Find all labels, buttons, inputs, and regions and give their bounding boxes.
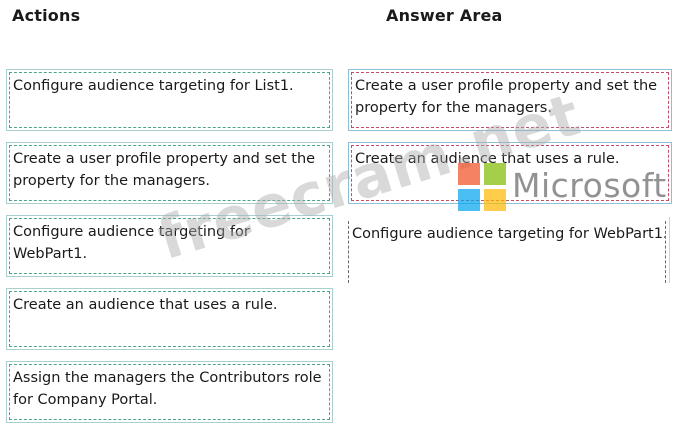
action-item-create-audience[interactable]: Create an audience that uses a rule. — [6, 288, 333, 350]
drop-slot-edge — [665, 221, 666, 283]
action-item-configure-webpart1[interactable]: Configure audience targeting for WebPart… — [6, 215, 333, 277]
drop-slot-edge — [348, 221, 349, 283]
answer-item-label: Create a user profile property and set t… — [355, 78, 658, 116]
action-item-label: Create a user profile property and set t… — [13, 151, 316, 189]
action-item-assign-contributors[interactable]: Assign the managers the Contributors rol… — [6, 361, 333, 423]
drop-slot-edge — [669, 217, 670, 283]
action-item-create-profile-property[interactable]: Create a user profile property and set t… — [6, 142, 333, 204]
action-item-label: Configure audience targeting for WebPart… — [13, 224, 250, 262]
answer-item-label: Create an audience that uses a rule. — [355, 151, 620, 167]
action-item-label: Create an audience that uses a rule. — [13, 297, 278, 313]
action-item-configure-list1[interactable]: Configure audience targeting for List1. — [6, 69, 333, 131]
answer-item-label: Configure audience targeting for WebPart… — [352, 226, 668, 242]
answer-item-create-audience[interactable]: Create an audience that uses a rule. — [348, 142, 672, 204]
actions-heading: Actions — [12, 6, 81, 25]
answer-area-heading: Answer Area — [386, 6, 503, 25]
answer-item-create-profile-property[interactable]: Create a user profile property and set t… — [348, 69, 672, 131]
answer-item-configure-webpart1[interactable]: Configure audience targeting for WebPart… — [348, 217, 672, 283]
action-item-label: Configure audience targeting for List1. — [13, 78, 294, 94]
action-item-label: Assign the managers the Contributors rol… — [13, 370, 322, 408]
